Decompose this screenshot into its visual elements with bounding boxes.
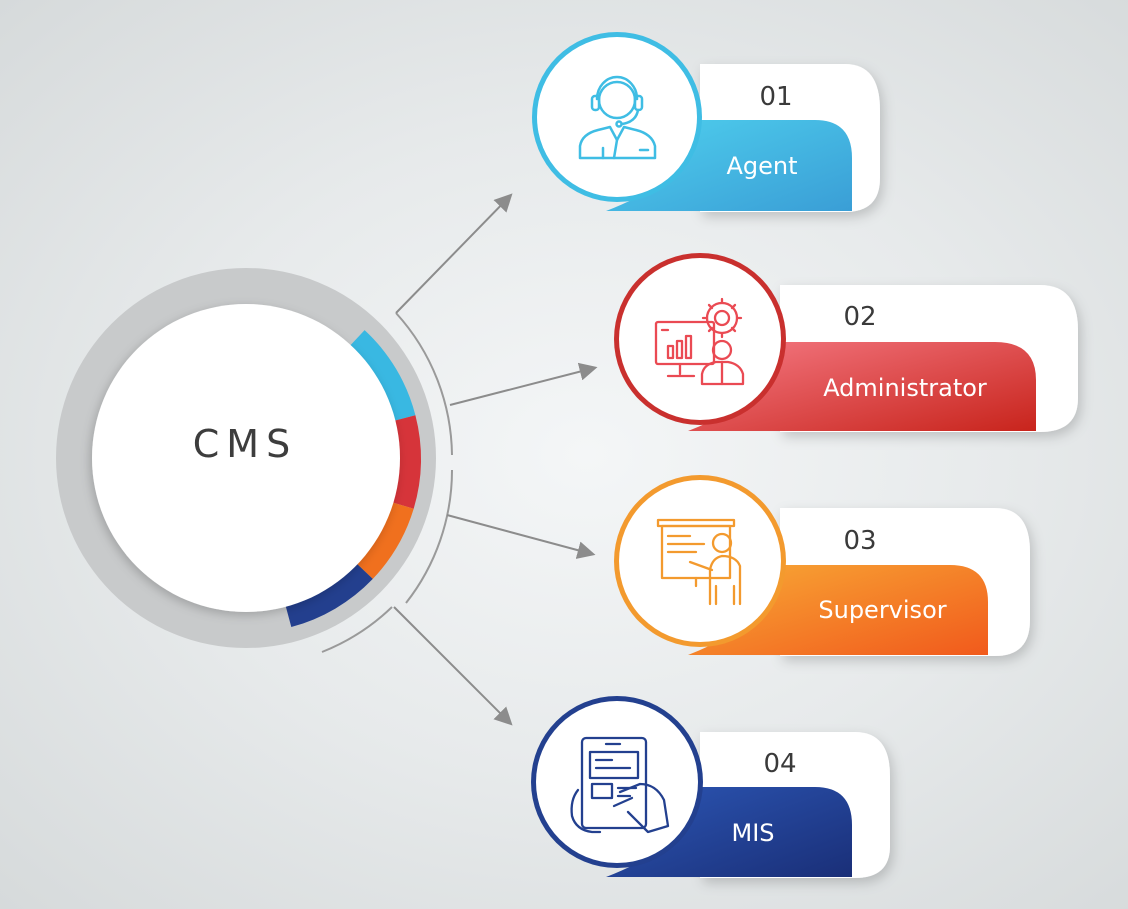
card-mis <box>531 696 890 878</box>
hub-thin-arcs <box>321 312 454 653</box>
mis-tablet-hand-icon <box>570 736 670 834</box>
hub-inner-circle <box>92 304 400 612</box>
segment-agent <box>346 330 416 423</box>
item-label-administrator: Administrator <box>823 374 987 402</box>
card-administrator <box>614 253 1078 432</box>
card-mis-band <box>606 787 852 877</box>
connector-arrows <box>393 193 598 726</box>
item-number-agent: 01 <box>759 82 793 112</box>
segment-supervisor <box>353 501 414 579</box>
admin-monitor-gear-icon <box>654 297 745 386</box>
agent-headset-icon <box>578 75 657 160</box>
card-agent <box>532 32 880 212</box>
arrow-to-supervisor <box>446 514 596 559</box>
segment-mis <box>284 560 373 627</box>
supervisor-presentation-icon <box>656 518 742 606</box>
item-number-mis: 04 <box>763 749 797 779</box>
hub-label: CMS <box>192 422 298 466</box>
card-administrator-circle <box>619 258 781 420</box>
item-label-mis: MIS <box>731 819 775 847</box>
card-supervisor <box>614 475 1030 656</box>
card-agent-band <box>606 120 852 211</box>
card-supervisor-circle <box>619 480 781 642</box>
item-label-agent: Agent <box>726 152 798 180</box>
item-number-administrator: 02 <box>843 302 877 332</box>
arrow-to-agent <box>395 193 513 314</box>
item-label-supervisor: Supervisor <box>818 596 947 624</box>
card-supervisor-band <box>688 565 988 655</box>
arrow-to-mis <box>393 606 513 726</box>
item-number-supervisor: 03 <box>843 526 877 556</box>
card-mis-circle <box>536 701 698 863</box>
arrow-to-administrator <box>449 362 598 406</box>
